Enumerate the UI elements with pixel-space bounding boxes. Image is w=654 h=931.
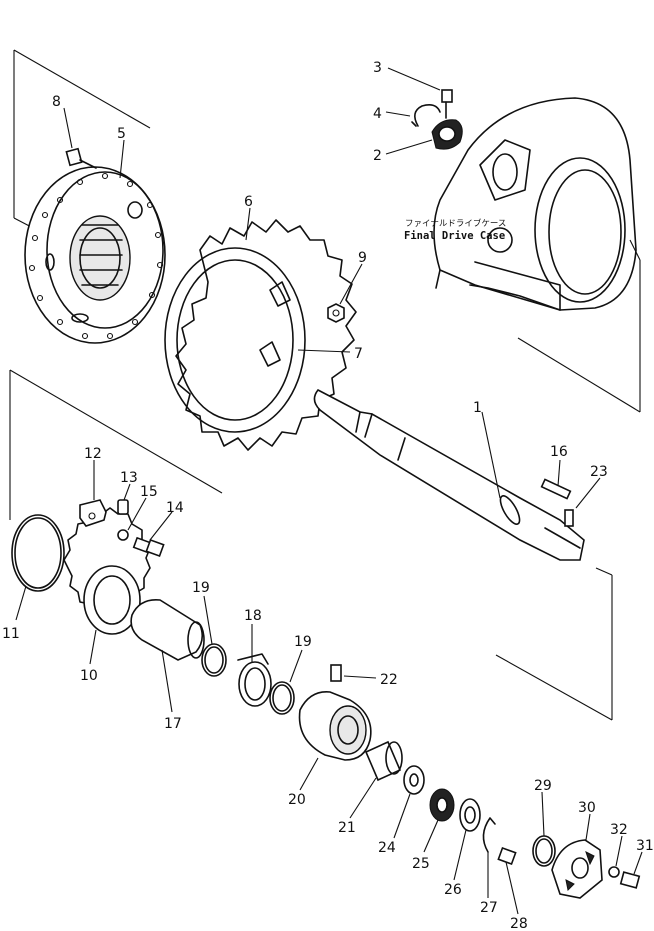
callout-24: 24 [378,840,396,856]
callout-30: 30 [578,800,596,816]
callout-numbers: 1 2 3 4 5 6 7 8 9 10 11 12 13 14 15 16 1… [2,60,654,931]
part-18-seal [237,653,272,707]
part-32-washer [608,866,620,878]
part-2-3-4-cover-assembly [411,89,463,150]
callout-9: 9 [358,250,367,266]
part-29-o-ring [532,835,556,867]
part-1-shaft [313,388,585,561]
case-label-jp: ファイナルドライブケース [405,218,506,229]
callout-25: 25 [412,856,430,872]
part-9-nut [327,303,345,323]
callout-18: 18 [244,608,262,624]
callout-27: 27 [480,900,498,916]
callout-5: 5 [117,126,126,142]
callout-8: 8 [52,94,61,110]
callout-31: 31 [636,838,654,854]
case-label-en: Final Drive Case [404,230,505,242]
callout-14: 14 [166,500,184,516]
final-drive-case: ファイナルドライブケース Final Drive Case [404,97,641,311]
part-10-gear [63,507,151,635]
part-24-washer [403,765,425,795]
part-22-plug [330,664,342,682]
part-21-bushing [364,740,403,782]
callout-22: 22 [380,672,398,688]
part-25-spacer [429,788,455,822]
frame-lines [9,49,641,721]
callout-19a: 19 [192,580,210,596]
callout-1: 1 [473,400,482,416]
callout-16: 16 [550,444,568,460]
part-19-o-ring-a [201,643,227,677]
part-12-bracket [79,499,107,527]
callout-11: 11 [2,626,20,642]
part-5-hub [24,166,166,344]
part-30-cover [551,839,603,899]
callout-7: 7 [354,346,363,362]
callout-4: 4 [373,106,382,122]
callout-32: 32 [610,822,628,838]
part-28-bolt [497,846,517,866]
part-13-key [117,499,129,515]
callout-28: 28 [510,916,528,931]
callout-17: 17 [164,716,182,732]
callout-10: 10 [80,668,98,684]
part-26-plate [459,798,481,832]
part-17-sleeve [130,598,205,661]
callout-21: 21 [338,820,356,836]
part-19-o-ring-b [269,681,295,715]
callout-26: 26 [444,882,462,898]
part-23-pin [564,509,574,527]
callout-29: 29 [534,778,552,794]
callout-13: 13 [120,470,138,486]
callout-12: 12 [84,446,102,462]
part-31-bolt [619,871,641,889]
part-14-bolt [132,536,165,558]
part-20-carrier [298,691,372,761]
callout-3: 3 [373,60,382,76]
part-16-key [540,478,572,500]
callout-2: 2 [373,148,382,164]
leader-lines [15,67,643,915]
callout-6: 6 [244,194,253,210]
part-27-snap-ring [482,817,496,853]
part-8-bolt [65,147,97,169]
part-11-o-ring [11,514,65,592]
callout-23: 23 [590,464,608,480]
callout-19b: 19 [294,634,312,650]
callout-15: 15 [140,484,158,500]
callout-20: 20 [288,792,306,808]
part-15-washer [117,529,129,541]
